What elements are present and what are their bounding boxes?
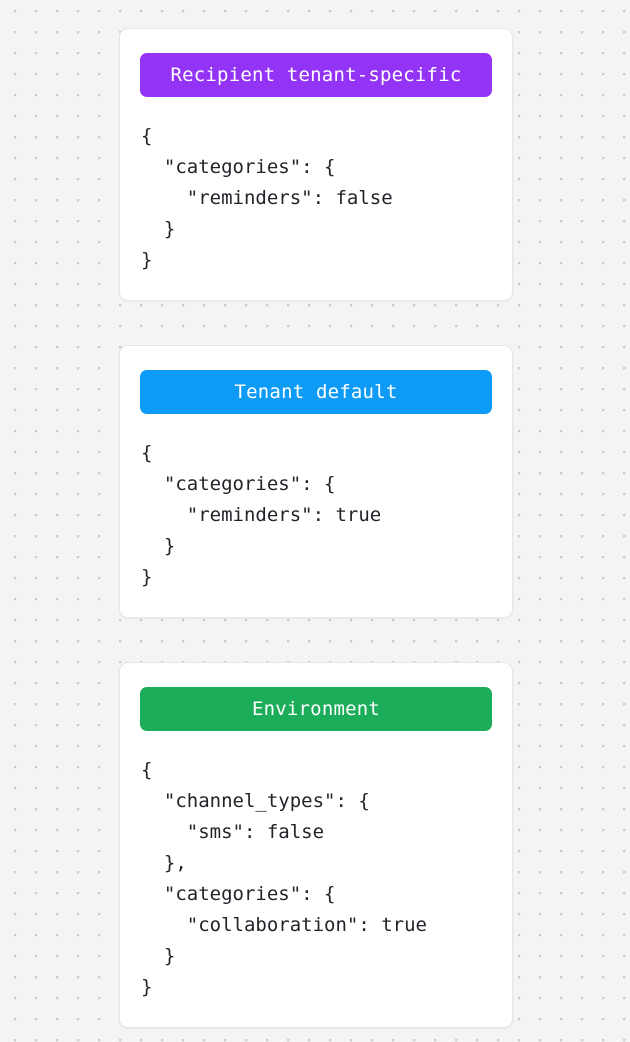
card-badge-recipient-tenant-specific: Recipient tenant-specific [140,53,492,97]
config-card-recipient-tenant-specific[interactable]: Recipient tenant-specific { "categories"… [119,28,513,301]
json-snippet-environment: { "channel_types": { "sms": false }, "ca… [141,759,427,998]
config-card-environment[interactable]: Environment { "channel_types": { "sms": … [119,662,513,1028]
card-badge-tenant-default: Tenant default [140,370,492,414]
json-snippet-recipient-tenant-specific: { "categories": { "reminders": false } } [141,125,393,271]
card-badge-environment: Environment [140,687,492,731]
config-card-stack: Recipient tenant-specific { "categories"… [119,28,513,1028]
json-snippet-tenant-default: { "categories": { "reminders": true } } [141,442,382,588]
config-card-tenant-default[interactable]: Tenant default { "categories": { "remind… [119,345,513,618]
